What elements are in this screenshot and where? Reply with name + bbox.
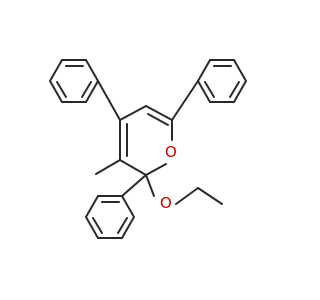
bond-phenyl-top-left [97,80,121,121]
pyran-ring [119,105,173,176]
ethoxy-group [145,174,223,205]
methyl-bond [95,159,121,175]
phenyl-ring-top-right [196,59,248,103]
molecule-structure-diagram: O O [48,59,248,239]
bond-phenyl-bottom [121,174,147,197]
ring-oxygen-label: O [165,143,177,161]
phenyl-ring-top-left [48,59,100,103]
bond-phenyl-top-right [171,80,199,121]
ether-oxygen-label: O [160,194,172,212]
phenyl-ring-bottom [84,195,136,239]
